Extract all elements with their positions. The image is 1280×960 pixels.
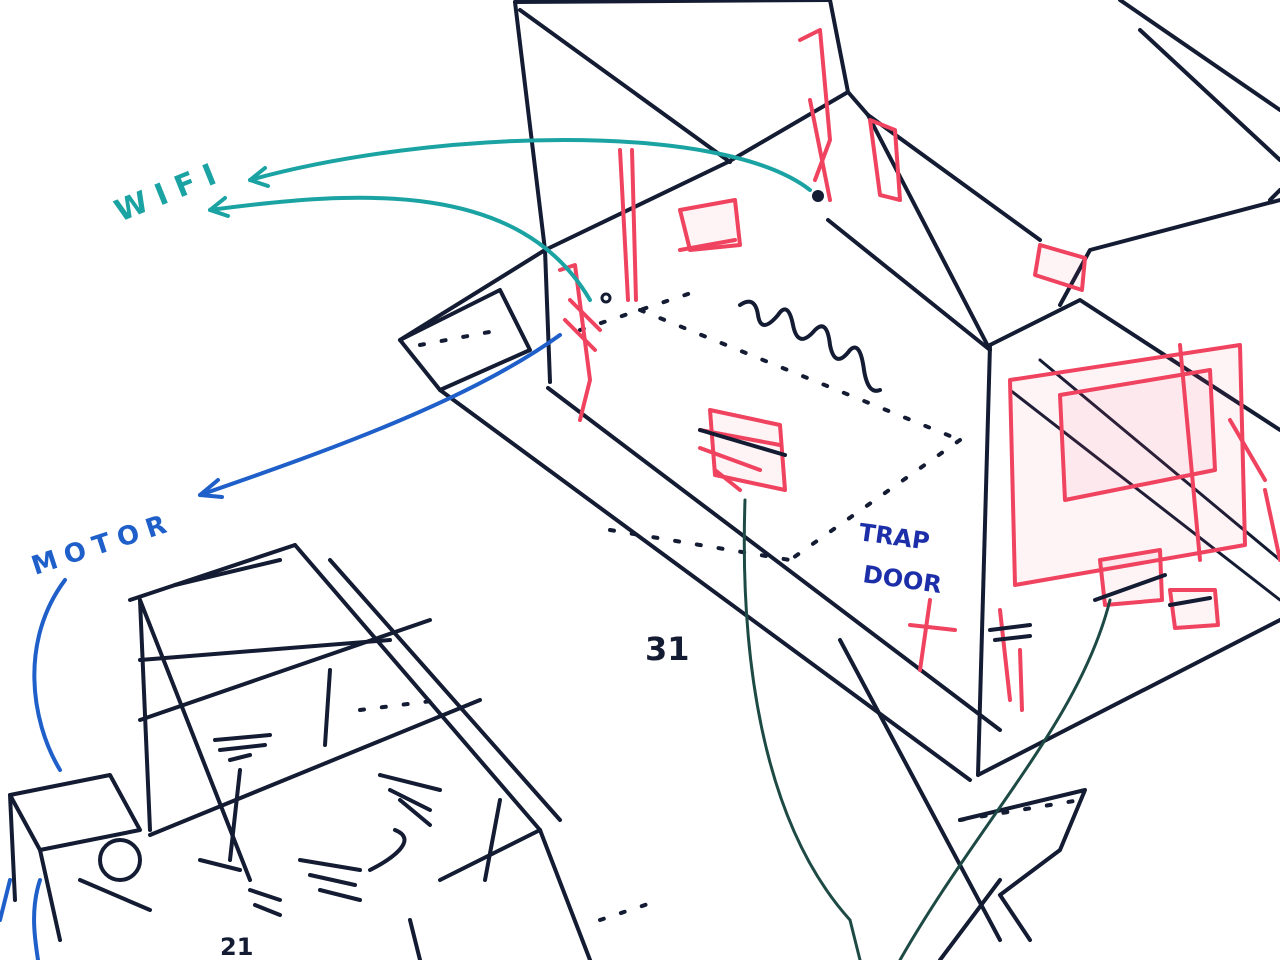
trap-door-label-line1: TRAP (857, 518, 931, 556)
dimension-31: 31 (645, 630, 690, 668)
red-hinges-and-parts (560, 30, 1280, 710)
motor-label: MOTOR (28, 507, 178, 581)
dimension-21: 21 (220, 933, 253, 960)
wifi-label: WIFI (110, 154, 231, 230)
spring-squiggle (740, 302, 880, 391)
trap-door-label-line2: DOOR (861, 560, 943, 599)
second-box-outline (10, 545, 590, 960)
